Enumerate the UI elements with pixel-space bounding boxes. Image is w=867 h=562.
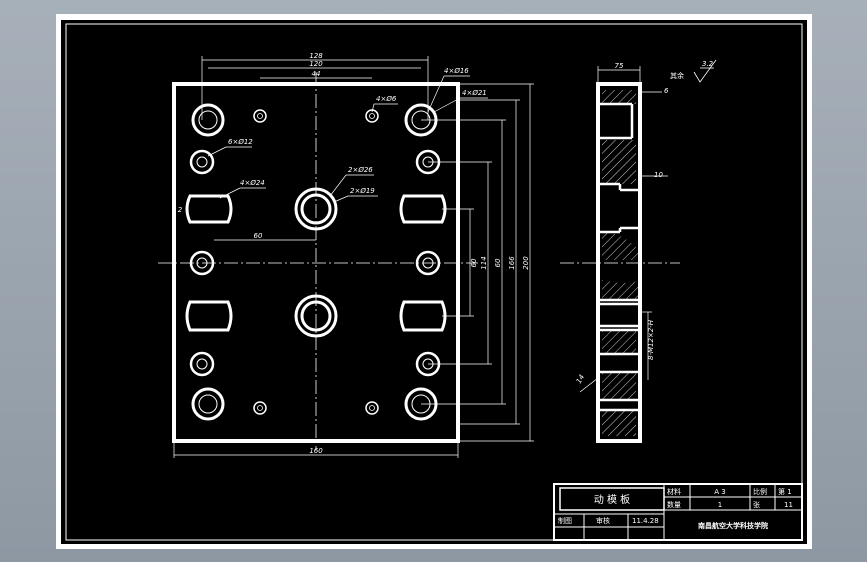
dim-v200: 200 — [522, 256, 530, 270]
holes-d12 — [189, 149, 441, 377]
roughness-symbol — [693, 59, 717, 83]
callout-4x16: 4×Ø16 — [444, 67, 469, 75]
small-holes — [253, 109, 379, 415]
count-value: 1 — [718, 501, 722, 509]
side-dim-6: 6 — [664, 87, 669, 95]
dim-v114: 114 — [480, 256, 488, 269]
drawn-label: 制图 — [558, 516, 572, 525]
total-label: 张 — [753, 500, 760, 509]
roughness-value: 3.2 — [702, 60, 714, 68]
total-value: 11 — [784, 501, 793, 509]
front-view: 128 120 44 160 60 2 60 114 60 166 200 4×… — [158, 52, 534, 458]
surface-note: 其余 — [670, 71, 684, 80]
dim-v60: 60 — [470, 258, 478, 267]
dim-160: 160 — [309, 447, 323, 455]
dim-128: 128 — [309, 52, 323, 60]
callout-6x12: 6×Ø12 — [228, 138, 253, 146]
dim-left-small: 2 — [178, 206, 183, 214]
side-dim-10: 10 — [654, 171, 663, 179]
part-name: 动 模 板 — [594, 493, 630, 506]
thread-callout: 8-M12×2-H — [647, 319, 655, 360]
drawing-area — [61, 20, 807, 544]
callout-2x26: 2×Ø26 — [348, 166, 373, 174]
title-block: 动 模 板 材料 A 3 比例 第 1 数量 1 张 11 制图 审核 11.4… — [553, 483, 803, 541]
center-holes — [294, 187, 338, 338]
right-dimensions — [421, 83, 534, 442]
material-label: 材料 — [667, 487, 681, 496]
inner-border — [65, 23, 803, 541]
slot-holes — [185, 194, 447, 332]
scale-value: A 3 — [714, 488, 725, 496]
dim-v60b: 60 — [494, 258, 502, 267]
count-label: 数量 — [667, 500, 681, 509]
date: 11.4.28 — [632, 517, 659, 525]
callout-4x21: 4×Ø21 — [462, 89, 487, 97]
side-dim-14: 14 — [575, 373, 586, 385]
checked-label: 审核 — [596, 516, 610, 525]
dim-44: 44 — [312, 70, 321, 78]
scale-label: 比例 — [753, 487, 767, 496]
dim-v166: 166 — [508, 256, 516, 270]
school-name: 南昌航空大学科技学院 — [698, 521, 768, 530]
side-outline — [596, 82, 642, 443]
side-view: 75 6 10 14 8-M12×2-H 其余 3.2 — [560, 59, 717, 443]
callout-4x24: 4×Ø24 — [240, 179, 265, 187]
sheet-label: 第 1 — [778, 487, 792, 496]
top-dimensions — [173, 56, 459, 458]
callout-4x6: 4×Ø6 — [376, 95, 397, 103]
dim-h60: 60 — [254, 232, 263, 240]
side-dim-75: 75 — [615, 62, 624, 70]
callout-2x19: 2×Ø19 — [350, 187, 375, 195]
corner-holes — [191, 103, 438, 421]
leaders — [207, 75, 488, 203]
dim-120: 120 — [309, 60, 323, 68]
